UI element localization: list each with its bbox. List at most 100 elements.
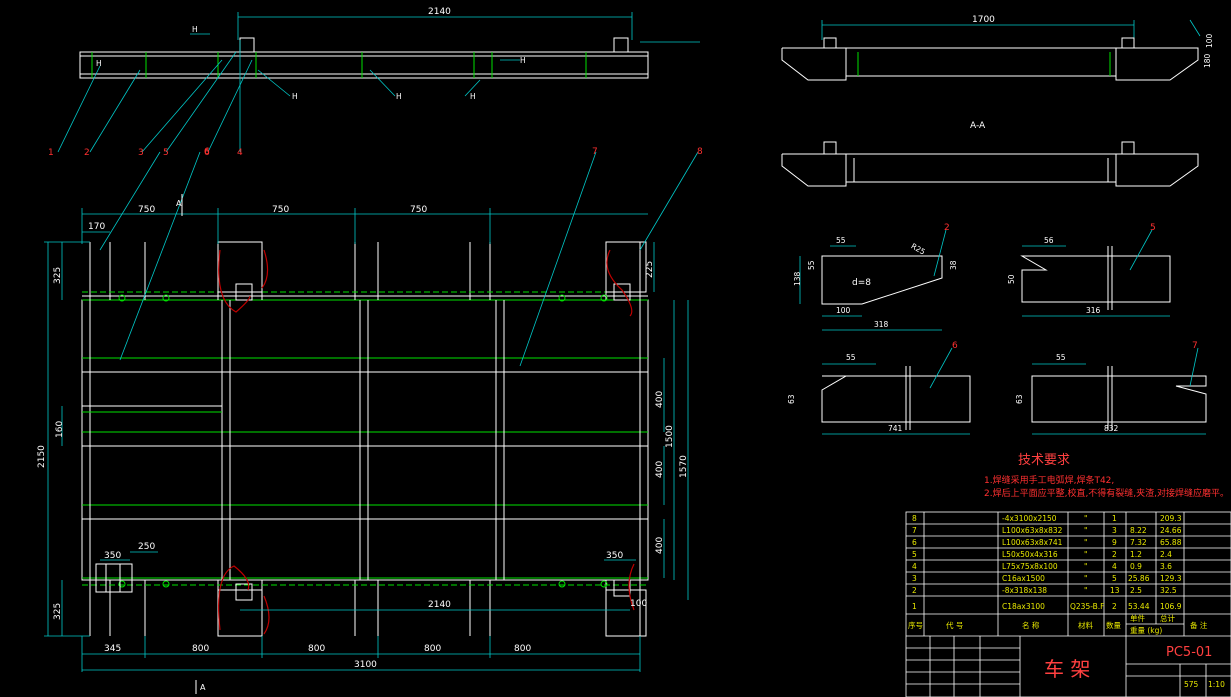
plan-right-dim-400a: 400 [655, 391, 665, 408]
d2-dim-138: 138 [793, 271, 802, 286]
plan-bottom-total: 3100 [354, 660, 377, 670]
front-label-1: 1 [48, 148, 54, 158]
bom-header-cell: 名 称 [1022, 620, 1040, 630]
bom-cell: 3.6 [1160, 562, 1172, 571]
bom-cell: C16ax1500 [1002, 574, 1045, 583]
plan-bottom-dim-1: 345 [104, 644, 121, 654]
bom-cell: " [1084, 538, 1087, 547]
bom-cell: 2.5 [1130, 586, 1142, 595]
detail-7: 55 63 832 7 [1015, 341, 1207, 435]
plan-callout-8: 8 [697, 147, 703, 157]
section-aa-label: A-A [970, 121, 986, 131]
d5-dim-56: 56 [1044, 236, 1054, 245]
weld-mark-3: H [470, 92, 476, 101]
bom-row-8: 8 -4x3100x2150 " 1 209.3 [912, 514, 1182, 523]
side-right-dim-100: 100 [1205, 33, 1214, 48]
d6-label: 6 [952, 341, 958, 351]
bom-row-6: 6 L100x63x8x741 " 9 7.32 65.88 [912, 538, 1182, 547]
front-view: 2140 1 2 3 5 6 4 H H H H H H [48, 7, 700, 158]
detail-2: 55 138 100 318 R25 38 55 d=8 2 [793, 223, 958, 331]
plan-callout-6: 6 [204, 147, 210, 157]
weld-mark-4: H [520, 56, 526, 65]
bom-cell: 9 [1112, 538, 1117, 547]
total-weight: 575 [1184, 680, 1199, 689]
front-label-4: 4 [237, 148, 243, 158]
plan-small-top-dim: 170 [88, 222, 105, 232]
plan-left-dim-total: 2150 [37, 445, 47, 468]
bom-cell: L50x50x4x316 [1002, 550, 1058, 559]
bom-cell: 2.4 [1160, 550, 1172, 559]
d5-dim-50: 50 [1007, 274, 1016, 284]
plan-bottom-dim-2: 800 [192, 644, 209, 654]
bom-cell: 6 [912, 538, 917, 547]
bom-cell: 0.9 [1130, 562, 1142, 571]
plan-right-dim-1570: 1570 [679, 455, 689, 478]
part-name: 车 架 [1044, 657, 1090, 681]
bom-row-7: 7 L100x63x8x832 " 3 8.22 24.66 [912, 526, 1182, 535]
bom-weight-label: 重量 (kg) [1130, 626, 1162, 635]
front-label-6: 6 [204, 148, 210, 158]
d5-label: 5 [1150, 223, 1156, 233]
section-mark-top: A [176, 199, 182, 208]
bom-header-cell: 备 注 [1190, 620, 1208, 630]
tech-req-title: 技术要求 [1018, 453, 1070, 468]
bom-cell: 24.66 [1160, 526, 1182, 535]
d5-dim-316: 316 [1086, 306, 1101, 315]
plan-top-dim-1: 750 [138, 205, 155, 215]
bom-cell: 32.5 [1160, 586, 1177, 595]
plan-top-dim-3: 750 [410, 205, 427, 215]
drawing-number: PC5-01 [1166, 645, 1212, 660]
bom-cell: " [1084, 526, 1087, 535]
d2-dim-38: 38 [949, 260, 958, 270]
plan-right-dim-1500: 1500 [665, 425, 675, 448]
d7-dim-832: 832 [1104, 424, 1119, 433]
tech-req-line-2: 2.焊后上平面应平整,校直,不得有裂缝,夹渣,对接焊缝应磨平。 [984, 487, 1229, 499]
plan-small-dim-350b: 350 [606, 551, 623, 561]
bom-cell: 25.86 [1128, 574, 1150, 583]
d2-dim-r25: R25 [910, 241, 927, 256]
plan-right-dim-400b: 400 [655, 461, 665, 478]
d7-dim-63: 63 [1015, 394, 1024, 404]
plan-bottom-dim-4: 800 [424, 644, 441, 654]
plan-small-dim-250: 250 [138, 542, 155, 552]
bom-rows: 8 -4x3100x2150 " 1 209.3 7 L100x63x8x832… [912, 514, 1182, 611]
plan-small-dim-350a: 350 [104, 551, 121, 561]
front-label-5: 5 [163, 148, 169, 158]
bom-cell: 209.3 [1160, 514, 1182, 523]
d7-dim-55: 55 [1056, 353, 1066, 362]
d6-dim-63: 63 [787, 394, 796, 404]
bom-header-cell: 代 号 [946, 620, 963, 630]
plan-bottom-dim-5: 800 [514, 644, 531, 654]
bom-cell: -4x3100x2150 [1002, 514, 1057, 523]
bom-cell: 5 [912, 550, 917, 559]
bom-header-cell: 材料 [1078, 620, 1094, 630]
bom-cell: L75x75x8x100 [1002, 562, 1058, 571]
section-mark-bottom: A [200, 683, 206, 692]
plan-right-dim-400c: 400 [655, 537, 665, 554]
bom-cell: L100x63x8x741 [1002, 538, 1063, 547]
bom-row-4: 4 L75x75x8x100 " 4 0.9 3.6 [912, 562, 1172, 571]
tech-requirements: 技术要求 1.焊缝采用手工电弧焊,焊条T42, 2.焊后上平面应平整,校直,不得… [984, 453, 1229, 499]
side-top-dim: 1700 [972, 15, 995, 25]
bom-cell: -8x318x138 [1002, 586, 1047, 595]
plan-small-dim-100: 100 [630, 599, 647, 609]
plan-right-dim-225: 225 [645, 261, 655, 278]
bom-cell: 7 [912, 526, 917, 535]
bom-cell: Q235-B.F [1070, 602, 1105, 611]
bom-row-3: 3 C16ax1500 " 5 25.86 129.3 [912, 574, 1182, 583]
d2-dim-55b: 55 [807, 260, 816, 270]
tech-req-line-1: 1.焊缝采用手工电弧焊,焊条T42, [984, 474, 1114, 486]
plan-view: 750 750 750 170 2150 325 160 325 225 400… [37, 147, 703, 694]
detail-5: 56 50 316 5 [1007, 223, 1171, 317]
bom-cell: 1 [912, 602, 917, 611]
weld-mark-2: H [396, 92, 402, 101]
plan-left-dim-top: 325 [53, 267, 63, 284]
bom-cell: " [1084, 514, 1087, 523]
plan-top-dim-2: 750 [272, 205, 289, 215]
d2-thickness: d=8 [852, 278, 871, 288]
detail-6: 55 63 741 6 [787, 341, 971, 435]
bom-cell: 3 [1112, 526, 1117, 535]
front-top-dim: 2140 [428, 7, 451, 17]
bom-header-cell: 总计 [1160, 613, 1176, 623]
